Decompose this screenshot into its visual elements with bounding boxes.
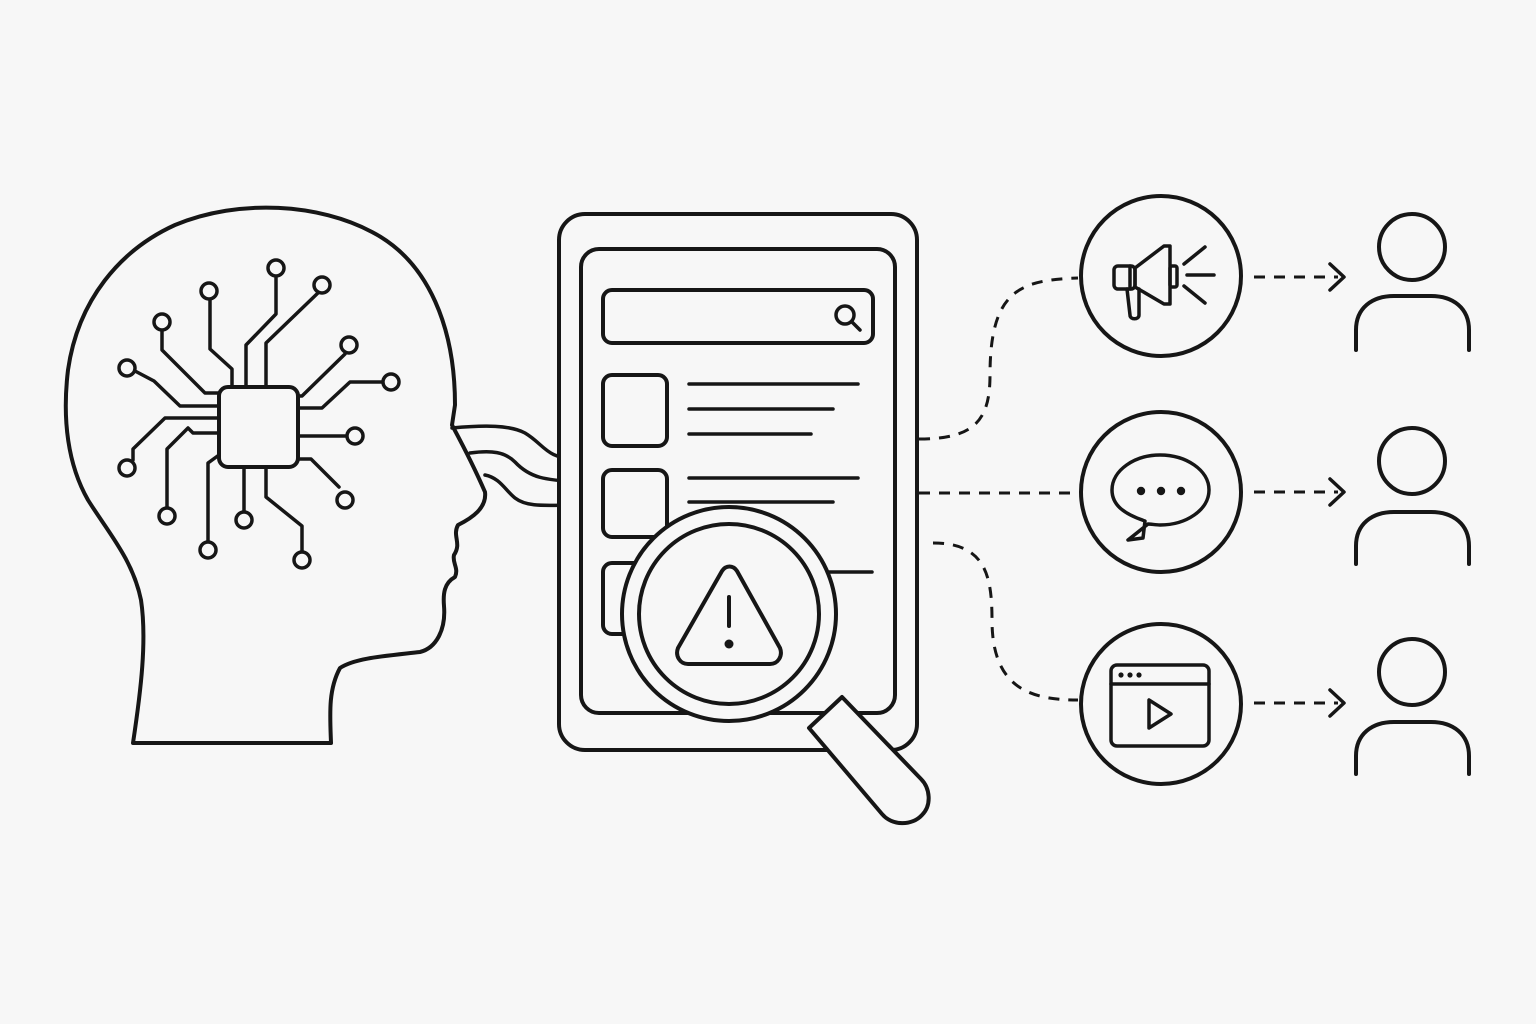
chat-bubble-icon (1110, 453, 1211, 542)
search-icon[interactable] (834, 304, 856, 326)
feed-item-thumbnail (601, 373, 669, 448)
user-3[interactable] (1354, 637, 1471, 776)
video-player-icon (1109, 663, 1211, 748)
channel-video[interactable] (1079, 622, 1243, 786)
channel-chat[interactable] (1079, 410, 1243, 574)
content-to-channels-connectors (918, 276, 1079, 702)
ai-head-circuit-icon (63, 205, 488, 745)
user-icon (1354, 212, 1471, 352)
warning-icon (675, 564, 783, 666)
feed-item-2[interactable] (601, 468, 860, 539)
magnifier-handle (807, 695, 931, 826)
processor-chip (217, 385, 300, 469)
user-icon (1354, 637, 1471, 776)
user-1[interactable] (1354, 212, 1471, 352)
magnifier-warning-icon (620, 505, 931, 826)
connector-to-video (932, 541, 1079, 702)
head-outline (63, 205, 488, 745)
feed-item-thumbnail (601, 468, 669, 539)
user-icon (1354, 426, 1471, 566)
connector-to-megaphone (918, 276, 1079, 441)
search-bar[interactable] (601, 288, 875, 345)
user-2[interactable] (1354, 426, 1471, 566)
circuit-traces (131, 276, 384, 555)
circuit-nodes (117, 258, 401, 570)
head-to-content-connector (450, 424, 580, 508)
feed-item-1[interactable] (601, 373, 860, 448)
megaphone-icon (1112, 244, 1216, 321)
channel-to-audience-connectors (1254, 262, 1346, 718)
channel-megaphone[interactable] (1079, 194, 1243, 358)
magnifier-lens (637, 522, 821, 706)
